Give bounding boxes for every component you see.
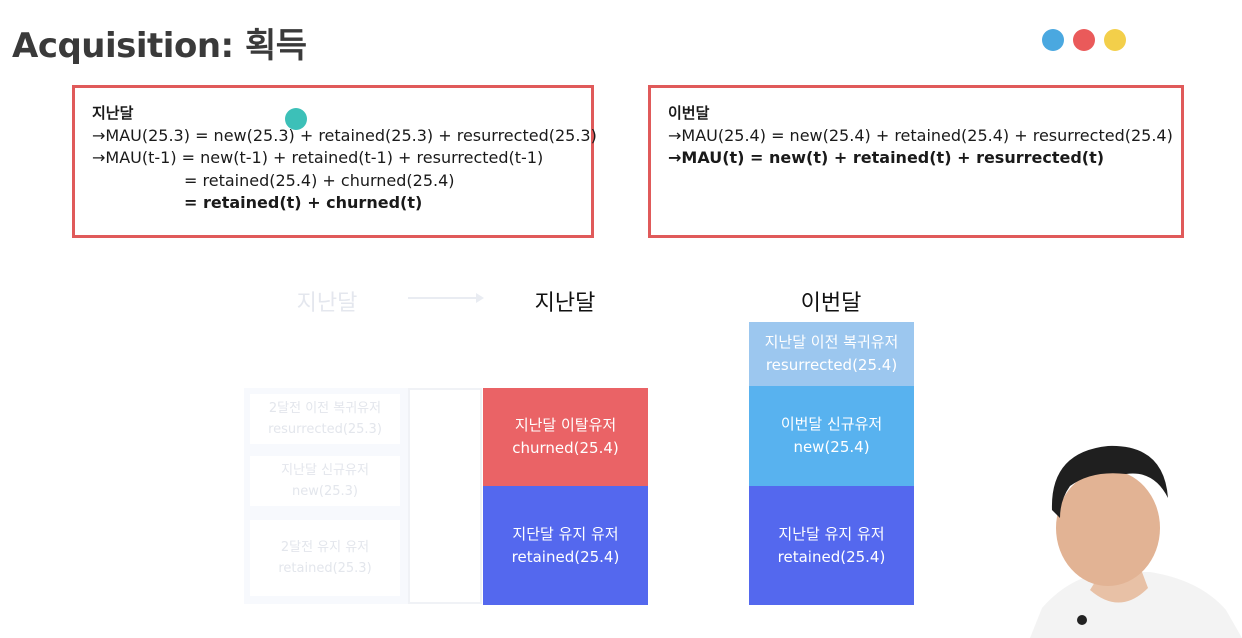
formula-line: = retained(25.4) + churned(25.4) xyxy=(184,170,455,190)
faded-previous-stack: 2달전 이전 복귀유저 resurrected(25.3) 지난달 신규유저 n… xyxy=(244,388,408,604)
block-title: 지난달 유지 유저 xyxy=(778,524,885,543)
formula-line: = retained(t) + churned(t) xyxy=(184,193,423,212)
resurrected-block: 지난달 이전 복귀유저 resurrected(25.4) xyxy=(749,322,914,386)
formula-line: →MAU(t-1) = new(t-1) + retained(t-1) + r… xyxy=(92,148,544,167)
faded-block: 2달전 유지 유저 retained(25.3) xyxy=(250,520,400,596)
presenter-video-overlay xyxy=(1030,445,1242,638)
faded-block: 2달전 이전 복귀유저 resurrected(25.3) xyxy=(250,394,400,444)
window-dots xyxy=(1042,29,1126,51)
last-month-column-label: 지난달 xyxy=(534,291,596,316)
faded-empty-column xyxy=(408,388,482,604)
new-users-block: 이번달 신규유저 new(25.4) xyxy=(749,386,914,486)
block-title: 지단달 유지 유저 xyxy=(512,524,619,543)
faded-column-label: 지난달 xyxy=(296,291,358,316)
block-title: 지난달 신규유저 xyxy=(281,463,369,478)
churned-block: 지난달 이탈유저 churned(25.4) xyxy=(483,388,648,486)
this-month-column-label: 이번달 xyxy=(800,291,862,316)
block-sub: resurrected(25.3) xyxy=(268,422,382,437)
block-sub: churned(25.4) xyxy=(512,439,619,457)
block-sub: new(25.4) xyxy=(793,438,870,456)
block-sub: resurrected(25.4) xyxy=(765,356,898,374)
formula-line: →MAU(25.4) = new(25.4) + retained(25.4) … xyxy=(668,125,1173,145)
block-title: 2달전 이전 복귀유저 xyxy=(268,401,382,416)
last-month-heading: 지난달 xyxy=(92,104,134,122)
block-sub: new(25.3) xyxy=(292,484,358,499)
page-title: Acquisition: 획득 xyxy=(12,26,307,66)
block-sub: retained(25.3) xyxy=(278,561,372,576)
retained-this-block: 지난달 유지 유저 retained(25.4) xyxy=(749,486,914,605)
this-month-formula-box: 이번달 →MAU(25.4) = new(25.4) + retained(25… xyxy=(648,85,1184,238)
formula-line: →MAU(25.3) = new(25.3) + retained(25.3) … xyxy=(92,125,597,145)
block-sub: retained(25.4) xyxy=(777,547,886,566)
this-month-heading: 이번달 xyxy=(668,104,710,122)
red-dot xyxy=(1073,29,1095,51)
pointer-cursor xyxy=(285,108,307,130)
faded-block: 지난달 신규유저 new(25.3) xyxy=(250,456,400,506)
formula-line: →MAU(t) = new(t) + retained(t) + resurre… xyxy=(668,148,1105,167)
block-title: 2달전 유지 유저 xyxy=(280,540,370,555)
block-title: 이번달 신규유저 xyxy=(780,415,883,433)
blue-dot xyxy=(1042,29,1064,51)
block-title: 지난달 이전 복귀유저 xyxy=(764,333,899,351)
block-title: 지난달 이탈유저 xyxy=(514,416,617,434)
arrow-right-icon xyxy=(408,293,484,303)
block-sub: retained(25.4) xyxy=(511,547,620,566)
retained-last-block: 지단달 유지 유저 retained(25.4) xyxy=(483,486,648,605)
last-month-formula-box: 지난달 →MAU(25.3) = new(25.3) + retained(25… xyxy=(72,85,597,238)
yellow-dot xyxy=(1104,29,1126,51)
